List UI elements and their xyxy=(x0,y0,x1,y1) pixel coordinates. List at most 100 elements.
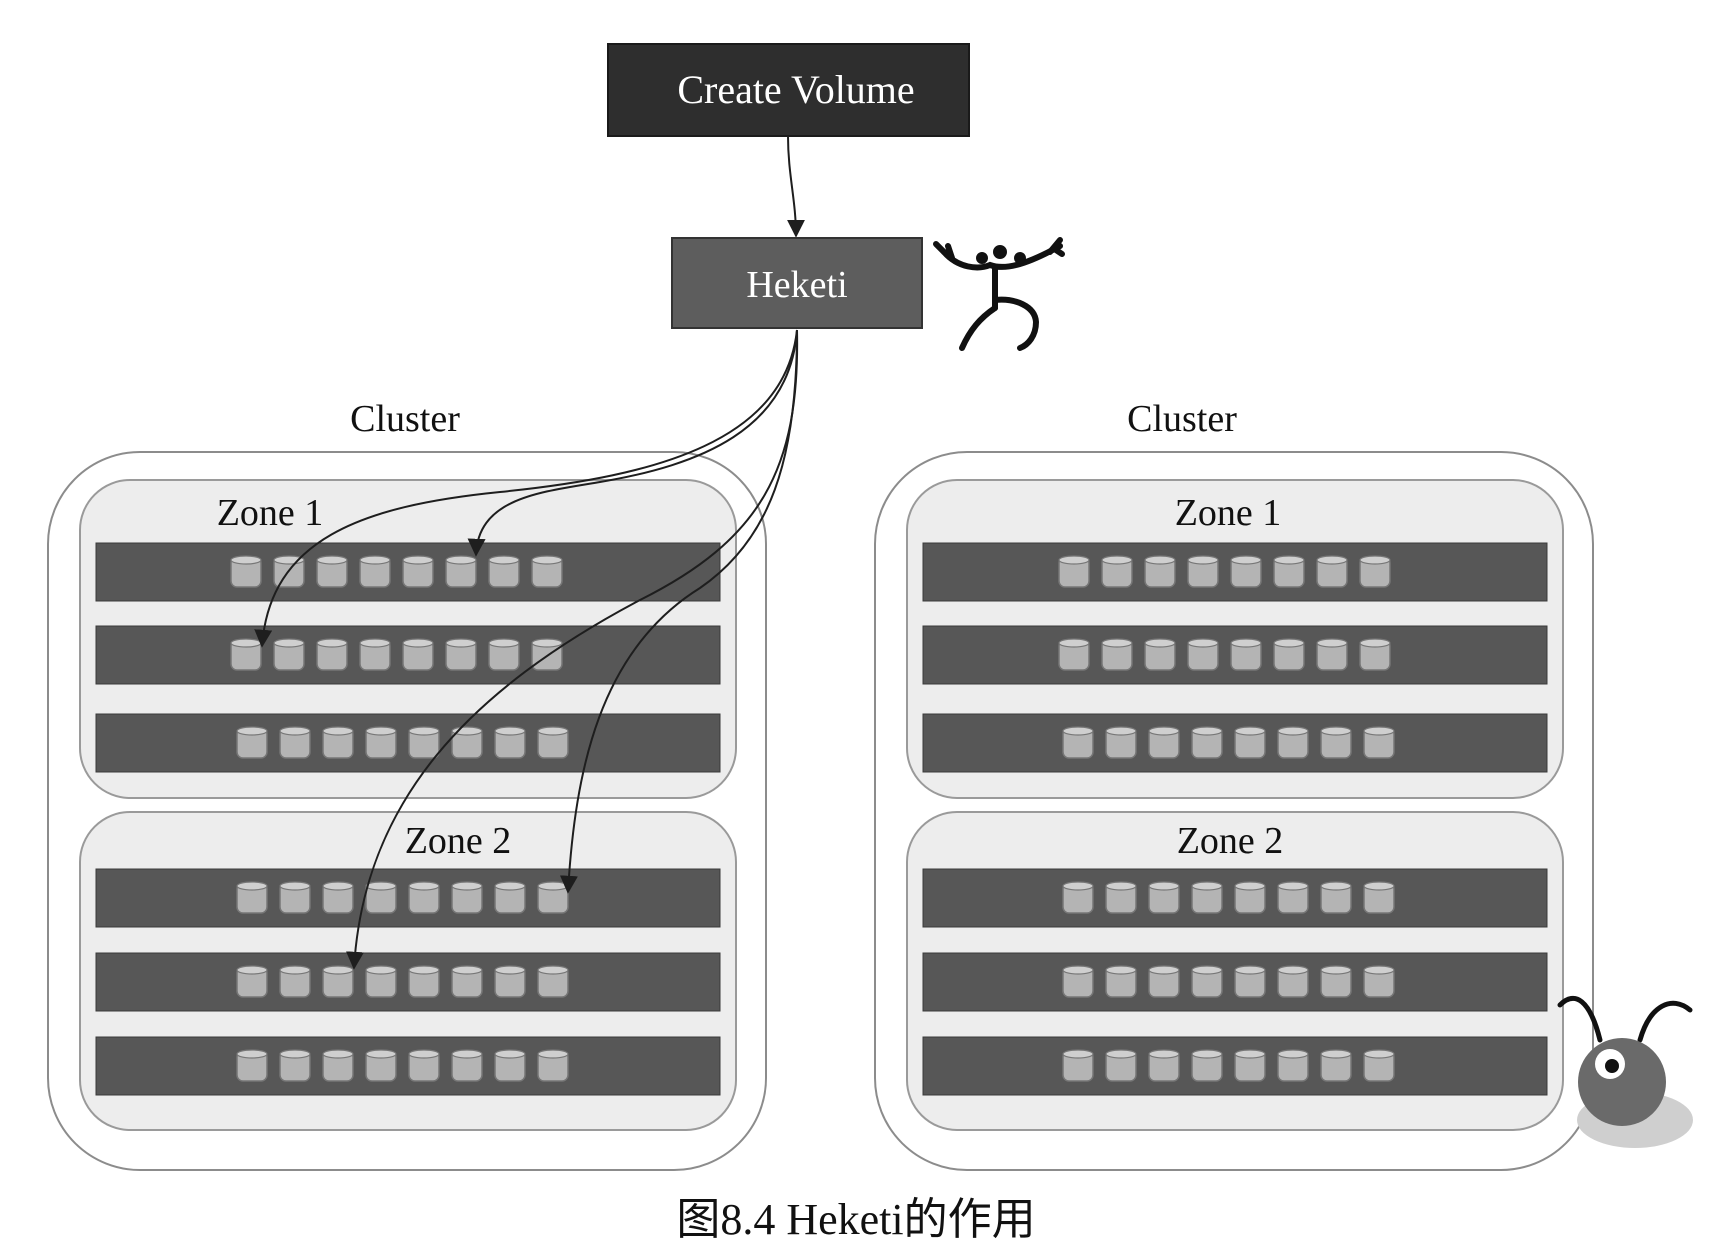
disk-icon xyxy=(230,555,262,588)
disk-icon xyxy=(1101,555,1133,588)
disk-icon xyxy=(1234,881,1266,914)
server-row xyxy=(922,542,1548,602)
cluster-label-right: Cluster xyxy=(1127,398,1237,440)
disk-icon xyxy=(279,1049,311,1082)
disk-icon xyxy=(1187,638,1219,671)
zone-label-right-2: Zone 2 xyxy=(1177,820,1284,862)
disk-icon xyxy=(488,638,520,671)
disk-icon xyxy=(1363,965,1395,998)
disk-icon xyxy=(1101,638,1133,671)
disk-icon xyxy=(494,965,526,998)
disk-icon xyxy=(365,881,397,914)
disk-icon xyxy=(273,638,305,671)
disk-icon xyxy=(322,1049,354,1082)
zone-label-left-1: Zone 1 xyxy=(217,492,324,534)
disk-icon xyxy=(1062,726,1094,759)
disk-icon xyxy=(494,726,526,759)
disk-icon xyxy=(1359,555,1391,588)
disk-icon xyxy=(1277,1049,1309,1082)
disk-icon xyxy=(1191,965,1223,998)
disk-icon xyxy=(1320,881,1352,914)
disk-icon xyxy=(365,965,397,998)
zone-label-left-2: Zone 2 xyxy=(405,820,512,862)
create-volume-label: Create Volume xyxy=(677,67,914,112)
allocation-arrow-1 xyxy=(467,329,798,557)
server-body xyxy=(95,713,721,773)
disk-icon xyxy=(1234,726,1266,759)
disk-icon xyxy=(1316,555,1348,588)
disk-icon xyxy=(1062,1049,1094,1082)
server-body xyxy=(95,1036,721,1096)
disk-icon xyxy=(408,1049,440,1082)
disk-icon xyxy=(316,638,348,671)
disk-icon xyxy=(451,1049,483,1082)
disk-icon xyxy=(1316,638,1348,671)
disk-icon xyxy=(408,726,440,759)
disk-icon xyxy=(1148,726,1180,759)
disk-icon xyxy=(322,881,354,914)
disk-icon xyxy=(322,965,354,998)
disk-icon xyxy=(279,965,311,998)
disk-icon xyxy=(1234,1049,1266,1082)
server-row xyxy=(922,713,1548,773)
disk-icon xyxy=(236,726,268,759)
server-row xyxy=(95,868,721,928)
server-row xyxy=(95,713,721,773)
disk-icon xyxy=(1105,965,1137,998)
cluster-label-left: Cluster xyxy=(350,398,460,440)
disk-icon xyxy=(1363,1049,1395,1082)
disk-icon xyxy=(236,881,268,914)
disk-icon xyxy=(445,638,477,671)
create-to-heketi-arrow xyxy=(786,135,805,238)
heketi-logo-icon xyxy=(933,237,1065,351)
disk-icon xyxy=(494,1049,526,1082)
allocation-arrows xyxy=(254,329,799,970)
server-row xyxy=(95,952,721,1012)
disk-icon xyxy=(1148,1049,1180,1082)
disk-icon xyxy=(494,881,526,914)
disk-icon xyxy=(537,881,569,914)
disk-icon xyxy=(1273,638,1305,671)
server-row xyxy=(922,1036,1548,1096)
disk-icon xyxy=(531,638,563,671)
disk-icon xyxy=(279,881,311,914)
figure-caption: 图8.4 Heketi的作用 xyxy=(676,1195,1035,1244)
server-row xyxy=(922,868,1548,928)
allocation-arrow-3 xyxy=(559,329,798,894)
heketi-label: Heketi xyxy=(746,264,847,306)
server-row xyxy=(95,1036,721,1096)
disk-icon xyxy=(1191,1049,1223,1082)
disk-icon xyxy=(1273,555,1305,588)
disk-icon xyxy=(1191,881,1223,914)
server-racks xyxy=(95,542,1548,1096)
disk-icon xyxy=(1187,555,1219,588)
disk-icon xyxy=(1234,965,1266,998)
disk-icon xyxy=(365,726,397,759)
disk-icon xyxy=(365,1049,397,1082)
disk-icon xyxy=(1320,1049,1352,1082)
server-row xyxy=(95,625,721,685)
disk-icon xyxy=(1105,726,1137,759)
server-row xyxy=(922,952,1548,1012)
disk-icon xyxy=(1363,881,1395,914)
disk-icon xyxy=(1105,1049,1137,1082)
disk-icon xyxy=(531,555,563,588)
disk-icon xyxy=(1277,881,1309,914)
disk-icon xyxy=(1320,726,1352,759)
disk-icon xyxy=(1144,638,1176,671)
disk-icon xyxy=(316,555,348,588)
allocation-arrow-2 xyxy=(254,329,798,648)
disk-icon xyxy=(445,555,477,588)
disk-icon xyxy=(359,638,391,671)
disk-icon xyxy=(1058,555,1090,588)
server-body xyxy=(95,868,721,928)
disk-icon xyxy=(451,881,483,914)
disk-icon xyxy=(322,726,354,759)
disk-icon xyxy=(359,555,391,588)
disk-icon xyxy=(279,726,311,759)
disk-icon xyxy=(1191,726,1223,759)
disk-icon xyxy=(408,881,440,914)
disk-icon xyxy=(1320,965,1352,998)
